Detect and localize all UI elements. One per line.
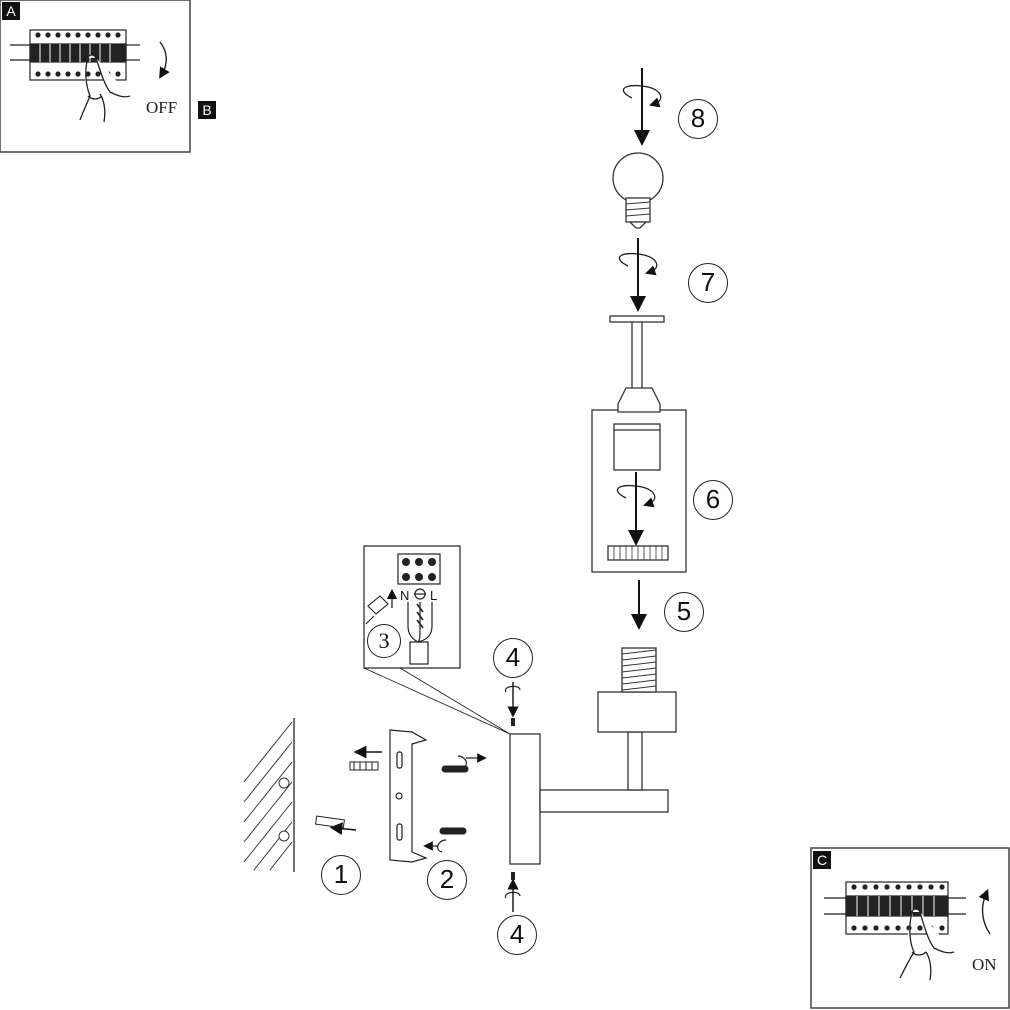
rotate-arrow-icon-4-top <box>504 685 521 693</box>
step-2: 2 <box>427 860 467 900</box>
panel-tag-c: C <box>813 851 831 869</box>
rotate-arrow-icon-c <box>978 888 991 935</box>
rotate-arrow-icon-4-bottom <box>504 891 521 899</box>
step-4-top: 4 <box>493 638 533 678</box>
light-bulb-icon <box>612 152 664 229</box>
hand-icon-c <box>899 908 955 981</box>
rotate-arrow-icon-8 <box>622 84 662 108</box>
step-1: 1 <box>321 855 361 895</box>
terminal-live: L <box>430 588 438 603</box>
step-6: 6 <box>693 480 733 520</box>
off-label: OFF <box>146 98 178 117</box>
terminal-neutral: N <box>400 588 410 603</box>
on-label: ON <box>972 955 997 974</box>
screw-icon-bottom <box>511 872 515 880</box>
step-5: 5 <box>664 592 704 632</box>
step-3: 3 <box>367 624 401 658</box>
hand-icon-a <box>79 54 131 123</box>
step-4-bottom: 4 <box>497 915 537 955</box>
fixture-body <box>509 647 677 865</box>
panel-tag-b: B <box>198 101 216 119</box>
panel-tag-a: A <box>2 2 20 20</box>
wall-plug-icon <box>315 761 379 829</box>
step-7: 7 <box>688 263 728 303</box>
breaker-panel-icon-a <box>0 0 191 153</box>
rotate-arrow-icon-6 <box>616 484 656 508</box>
step-8: 8 <box>678 99 718 139</box>
bracket-icon <box>389 729 428 863</box>
rotate-arrow-icon-a <box>159 41 170 79</box>
screw-icon <box>439 765 469 835</box>
rotate-arrow-icon-7 <box>618 252 658 276</box>
wall <box>243 718 295 872</box>
earth-symbol-icon <box>414 588 426 600</box>
shade-assembly <box>591 315 687 573</box>
screw-icon-top <box>511 718 515 726</box>
